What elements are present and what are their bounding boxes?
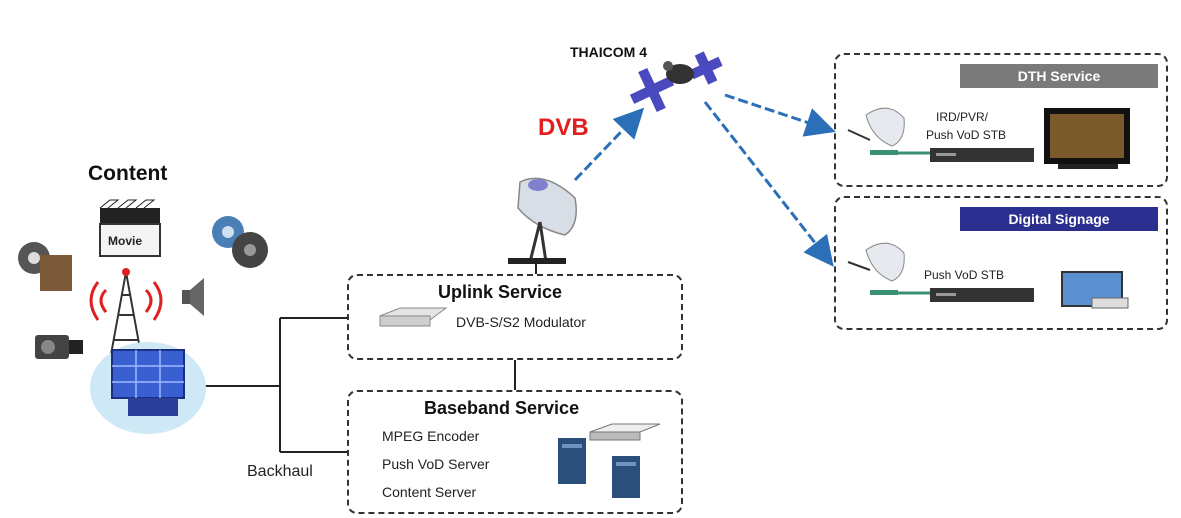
server-tower-icon — [558, 438, 640, 498]
backhaul-label: Backhaul — [247, 463, 313, 480]
dth-dish-icon — [847, 107, 930, 155]
dth-device-label-line2: Push VoD STB — [926, 128, 1007, 142]
broadcast-tower-icon — [89, 268, 163, 361]
camcorder-icon — [35, 335, 83, 359]
signal-arrows — [573, 93, 836, 267]
signage-device-label: Push VoD STB — [924, 268, 1005, 282]
signage-downlink-arrow — [703, 101, 834, 267]
backhaul-connector — [205, 317, 347, 453]
satellite-icon — [629, 51, 723, 113]
dth-tv-icon — [1044, 108, 1130, 169]
signage-set-top-box-icon — [930, 288, 1034, 302]
uplink-service-box — [347, 274, 683, 360]
media-globe-icon — [90, 342, 206, 434]
dth-device-label-line1: IRD/PVR/ — [936, 110, 989, 124]
baseband-service-box — [347, 390, 683, 514]
baseband-service-title: Baseband Service — [424, 398, 580, 418]
video-disc-icon — [212, 216, 268, 268]
dth-downlink-arrow — [724, 93, 836, 137]
signage-dish-icon — [847, 242, 930, 295]
baseband-item-encoder: MPEG Encoder — [382, 428, 480, 444]
baseband-item-content-server: Content Server — [382, 484, 477, 500]
content-title: Content — [88, 162, 168, 185]
dth-service-title: DTH Service — [960, 64, 1158, 88]
encoder-device-icon — [589, 423, 661, 441]
dth-set-top-box-icon — [930, 148, 1034, 162]
satellite-name: THAICOM 4 — [570, 44, 647, 60]
movie-clapper-icon — [99, 199, 161, 257]
film-reel-icon — [18, 242, 72, 291]
dvb-label: DVB — [538, 114, 589, 141]
uplink-arrow — [573, 107, 645, 182]
speaker-icon — [182, 278, 204, 316]
signage-display-icon — [1061, 271, 1129, 309]
digital-signage-title: Digital Signage — [960, 207, 1158, 231]
digital-signage-box — [834, 196, 1168, 330]
modulator-label: DVB-S/S2 Modulator — [456, 314, 586, 330]
uplink-antenna-icon — [508, 177, 577, 264]
dth-service-box — [834, 53, 1168, 187]
baseband-item-vod-server: Push VoD Server — [382, 456, 490, 472]
movie-label: Movie — [108, 234, 143, 248]
modulator-device-icon — [379, 307, 448, 327]
uplink-service-title: Uplink Service — [438, 282, 563, 302]
